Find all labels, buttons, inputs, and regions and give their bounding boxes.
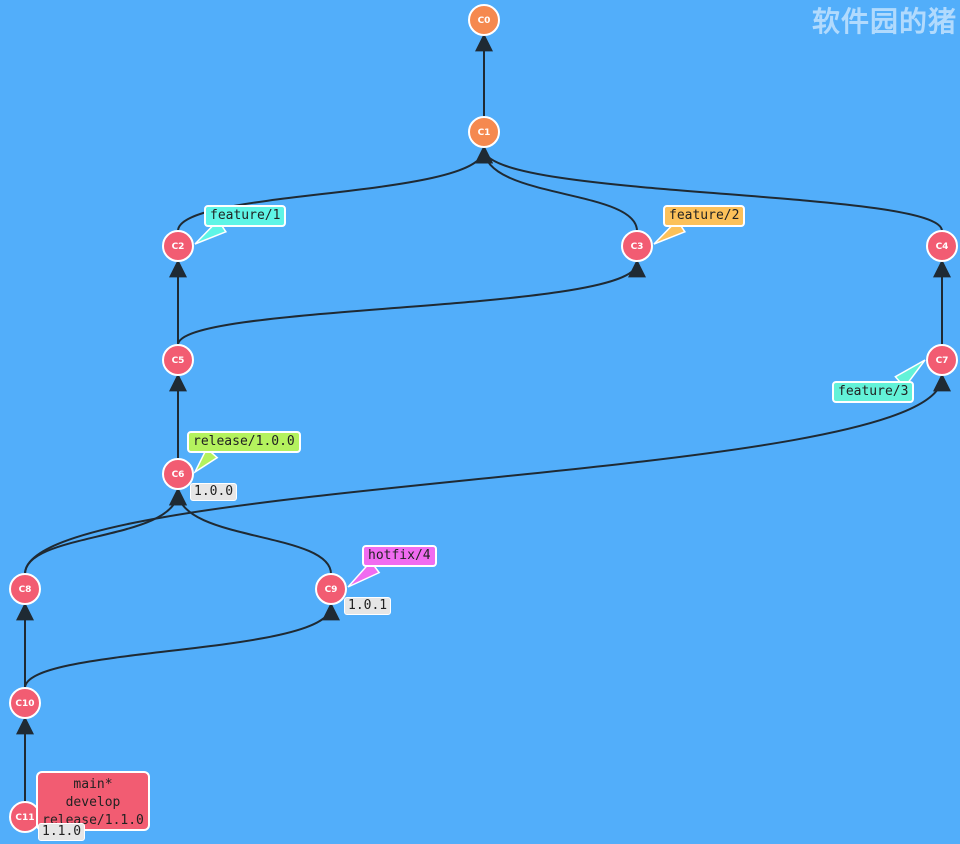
branch-pointer-arrow xyxy=(193,447,219,475)
edge-c4-to-c1 xyxy=(475,145,943,232)
commit-c4[interactable]: C4 xyxy=(926,230,958,262)
commit-c3[interactable]: C3 xyxy=(621,230,653,262)
branch-label[interactable]: feature/3 xyxy=(832,381,915,403)
commit-label: C8 xyxy=(19,585,32,595)
commit-circle xyxy=(9,687,41,719)
commit-c0[interactable]: C0 xyxy=(468,4,500,36)
commit-label: C7 xyxy=(936,356,949,366)
branch-label[interactable]: hotfix/4 xyxy=(362,545,437,567)
edge-c5-to-c3 xyxy=(177,259,646,346)
commit-label: C1 xyxy=(478,128,491,138)
branch-label[interactable]: feature/2 xyxy=(663,205,746,227)
commit-circle xyxy=(468,116,500,148)
commit-circle xyxy=(162,344,194,376)
commit-c9[interactable]: C9 xyxy=(315,573,347,605)
commit-c5[interactable]: C5 xyxy=(162,344,194,376)
commit-circle xyxy=(926,344,958,376)
commit-c10[interactable]: C10 xyxy=(9,687,41,719)
commit-label: C11 xyxy=(15,813,34,823)
commit-label: C5 xyxy=(172,356,185,366)
commit-c7[interactable]: C7 xyxy=(926,344,958,376)
edge-c8-to-c7 xyxy=(24,373,951,575)
commit-label: C2 xyxy=(172,242,185,252)
branch-label[interactable]: release/1.0.0 xyxy=(187,431,301,453)
commit-circle xyxy=(162,230,194,262)
edge-c3-to-c1 xyxy=(475,145,638,232)
commit-c8[interactable]: C8 xyxy=(9,573,41,605)
commit-circle xyxy=(621,230,653,262)
edges-layer xyxy=(16,33,951,802)
commit-circle xyxy=(926,230,958,262)
commit-c11[interactable]: C11 xyxy=(9,801,41,833)
commit-label: C0 xyxy=(478,16,491,26)
commit-circle xyxy=(162,458,194,490)
branch-pointer-arrow xyxy=(347,560,381,588)
commit-label: C6 xyxy=(172,470,185,480)
commit-circle xyxy=(315,573,347,605)
commit-c2[interactable]: C2 xyxy=(162,230,194,262)
head-line-main: main* xyxy=(73,777,113,792)
branch-label[interactable]: feature/1 xyxy=(204,205,287,227)
edge-c9-to-c6 xyxy=(169,487,332,575)
commit-c1[interactable]: C1 xyxy=(468,116,500,148)
commit-c6[interactable]: C6 xyxy=(162,458,194,490)
edge-c2-to-c1 xyxy=(177,145,493,232)
commit-label: C3 xyxy=(631,242,644,252)
commit-circle xyxy=(9,573,41,605)
head-line-develop: develop xyxy=(65,795,121,810)
commit-label: C9 xyxy=(325,585,338,595)
tag-label[interactable]: 1.0.0 xyxy=(190,483,238,501)
commit-label: C4 xyxy=(936,242,949,252)
edge-c10-to-c9 xyxy=(24,602,340,689)
head-branch-box[interactable]: main* develop release/1.1.0 xyxy=(36,771,150,831)
tag-label[interactable]: 1.0.1 xyxy=(344,597,392,615)
commit-circle xyxy=(468,4,500,36)
watermark-text: 软件园的猪 xyxy=(812,5,958,38)
tag-label[interactable]: 1.1.0 xyxy=(38,823,86,841)
commit-label: C10 xyxy=(15,699,34,709)
